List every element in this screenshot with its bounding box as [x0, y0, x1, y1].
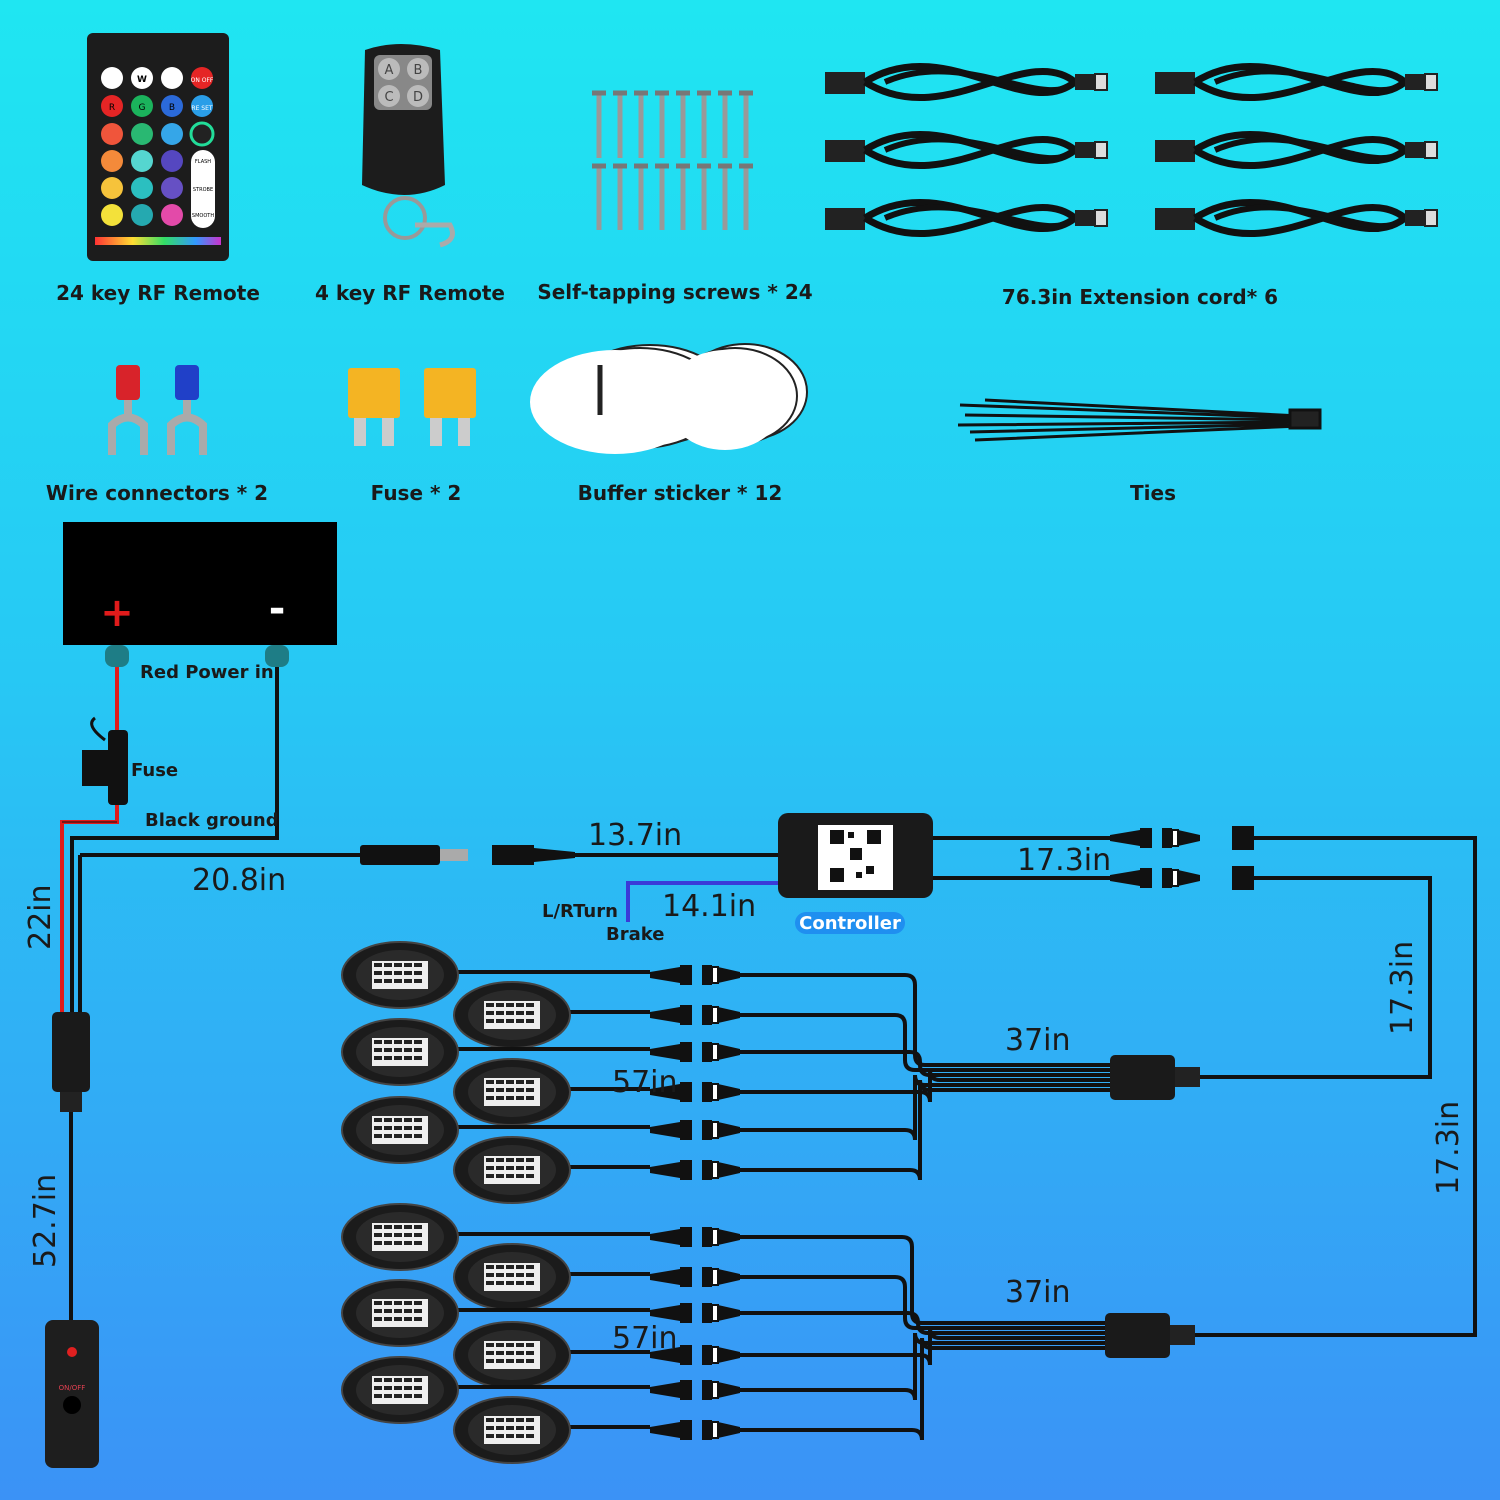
pod-connector	[649, 1266, 741, 1288]
key-w: W	[137, 75, 147, 85]
rock-light-pod	[341, 1018, 459, 1086]
splitter	[52, 1012, 90, 1112]
battery-minus: -	[269, 586, 286, 632]
label-black-ground: Black ground	[145, 810, 279, 831]
rock-light-pod	[341, 1279, 459, 1347]
rock-light-pod	[453, 1321, 571, 1389]
pod-cable	[562, 1272, 1105, 1330]
rock-light-pod	[453, 981, 571, 1049]
pod-connector	[649, 1004, 741, 1026]
key-d: D	[413, 90, 423, 105]
dim-22in: 22in	[23, 884, 58, 950]
remote-4-key: A B C D	[362, 44, 455, 248]
output-cable-1	[1200, 876, 1432, 1079]
wire-connectors	[108, 365, 207, 455]
rock-light-pods	[341, 941, 1110, 1464]
battery-plus: +	[100, 590, 134, 636]
rock-light-pod	[341, 941, 459, 1009]
label-red-power-in: Red Power in	[140, 662, 274, 683]
key-onoff: ON OFF	[191, 77, 214, 84]
key-smooth: SMOOTH	[192, 213, 214, 219]
dim-14-1in: 14.1in	[662, 889, 756, 924]
label-buffer-sticker: Buffer sticker * 12	[578, 481, 783, 505]
label-4-key-remote: 4 key RF Remote	[315, 281, 505, 305]
pod-connector	[649, 1119, 741, 1141]
key-b: B	[169, 103, 175, 113]
dim-37in-a: 37in	[1005, 1023, 1071, 1058]
dc-plug-female	[492, 845, 575, 865]
switch-label: ON/OFF	[59, 1384, 86, 1392]
dim-13-7in: 13.7in	[588, 818, 682, 853]
hub-1	[1110, 1055, 1200, 1100]
rock-light-pod	[341, 1203, 459, 1271]
dim-57in-a: 57in	[612, 1065, 678, 1100]
dim-17-3in-c: 17.3in	[1431, 1101, 1466, 1195]
rock-light-pod	[453, 1396, 571, 1464]
label-screws: Self-tapping screws * 24	[537, 280, 812, 304]
rock-light-pod	[341, 1096, 459, 1164]
rock-light-pod	[453, 1058, 571, 1126]
cable-ties	[957, 398, 1322, 442]
label-fuse-wire: Fuse	[131, 760, 178, 781]
hub-2	[1105, 1313, 1195, 1358]
key-reset: RE SET	[191, 105, 212, 112]
pod-connector	[649, 1226, 741, 1248]
key-flash: FLASH	[195, 159, 211, 165]
on-off-switch[interactable]: ON/OFF	[45, 1320, 99, 1468]
dim-17-3in-a: 17.3in	[1017, 843, 1111, 878]
dim-37in-b: 37in	[1005, 1275, 1071, 1310]
label-extension-cord: 76.3in Extension cord* 6	[1002, 285, 1278, 309]
pod-connector	[649, 1041, 741, 1063]
power-cable-20-8in	[78, 853, 360, 1012]
label-brake: Brake	[606, 924, 664, 945]
key-r: R	[109, 103, 115, 113]
key-c: C	[384, 90, 393, 105]
screws	[592, 90, 753, 230]
dc-plug-male	[360, 845, 468, 865]
extension-cords	[825, 66, 1437, 233]
remote-24-key: W ON OFF R G B RE SET FLASH STROBE SMOOT…	[87, 33, 229, 261]
controller-badge	[795, 912, 905, 934]
battery: + -	[63, 522, 337, 667]
pod-connector	[649, 964, 741, 986]
pod-connector	[649, 1302, 741, 1324]
label-24-key-remote: 24 key RF Remote	[56, 281, 260, 305]
controller	[778, 813, 933, 898]
dim-52-7in: 52.7in	[28, 1174, 63, 1268]
rock-light-pod	[453, 1243, 571, 1311]
buffer-stickers	[530, 343, 808, 454]
pod-cable	[450, 1308, 1105, 1335]
turn-brake-wire	[626, 881, 778, 922]
label-fuse: Fuse * 2	[371, 481, 462, 505]
dim-57in-b: 57in	[612, 1321, 678, 1356]
pod-connector	[649, 1419, 741, 1441]
label-controller: Controller	[799, 913, 901, 934]
label-lr-turn: L/RTurn	[542, 901, 618, 922]
key-g: G	[139, 103, 146, 113]
label-wire-connectors: Wire connectors * 2	[46, 481, 268, 505]
pod-cable	[450, 1047, 1110, 1077]
key-a: A	[385, 63, 394, 78]
output-cable-2	[1195, 836, 1477, 1337]
inline-fuse-holder	[82, 716, 128, 805]
rock-light-pod	[341, 1356, 459, 1424]
fuses	[348, 368, 476, 446]
dim-17-3in-b: 17.3in	[1385, 941, 1420, 1035]
rock-light-pod	[453, 1136, 571, 1204]
pod-connector	[649, 1379, 741, 1401]
pod-cable	[562, 1079, 1110, 1181]
dim-20-8in: 20.8in	[192, 863, 286, 898]
pod-cable	[562, 1010, 1110, 1072]
pod-connector	[649, 1159, 741, 1181]
pod-cable	[562, 1337, 1105, 1441]
black-ground-wire	[70, 667, 279, 1012]
key-strobe: STROBE	[193, 187, 213, 193]
label-ties: Ties	[1130, 481, 1176, 505]
key-b4: B	[414, 63, 423, 78]
